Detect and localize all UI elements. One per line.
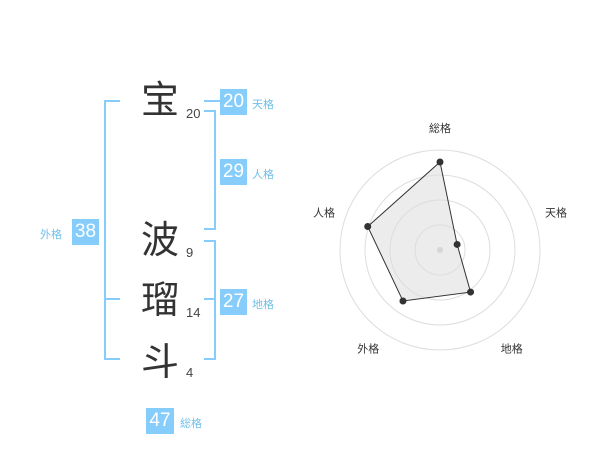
chikaku-bracket-top xyxy=(204,240,216,242)
chikaku-bracket-vertical xyxy=(214,240,216,360)
jinkaku-bracket-top xyxy=(204,110,216,112)
radar-point-4 xyxy=(399,297,407,305)
radar-point-5 xyxy=(364,223,372,231)
stroke-count-2: 9 xyxy=(186,245,194,260)
gaikaku-bracket-vertical xyxy=(104,100,106,360)
stroke-count-1: 20 xyxy=(186,106,201,121)
chikaku-bracket-bottom xyxy=(204,358,216,360)
stroke-count-3: 14 xyxy=(186,305,201,320)
radar-point-2 xyxy=(453,240,461,248)
gaikaku-bracket-top xyxy=(104,100,120,102)
name-char-1: 宝 xyxy=(140,78,179,122)
jinkaku-bracket-bottom xyxy=(204,228,216,230)
radar-point-1 xyxy=(436,158,444,166)
radar-ring-4 xyxy=(339,149,541,351)
radar-axis-label-3: 地格 xyxy=(501,342,523,356)
radar-axis-label-2: 天格 xyxy=(545,205,567,219)
name-char-3: 瑠 xyxy=(140,278,179,322)
gaikaku-label: 外格 xyxy=(40,228,62,241)
gaikaku-bracket-mid xyxy=(104,298,120,300)
jinkaku-label: 人格 xyxy=(252,168,274,181)
tenkaku-connector xyxy=(204,100,220,102)
radar-axis-label-1: 総格 xyxy=(429,121,451,135)
soukaku-label: 総格 xyxy=(180,417,202,430)
radar-axis-label-5: 人格 xyxy=(313,205,335,219)
stroke-count-4: 4 xyxy=(186,365,194,380)
tenkaku-badge: 20 xyxy=(220,89,247,115)
chikaku-label: 地格 xyxy=(252,298,274,311)
soukaku-badge: 47 xyxy=(146,408,174,434)
radar-polygon xyxy=(367,161,472,302)
tenkaku-label: 天格 xyxy=(252,98,274,111)
name-char-2: 波 xyxy=(140,218,179,262)
radar-point-3 xyxy=(467,288,475,296)
gaikaku-badge: 38 xyxy=(72,219,99,245)
jinkaku-bracket-vertical xyxy=(214,110,216,230)
name-char-4: 斗 xyxy=(140,340,179,384)
gaikaku-bracket-bottom xyxy=(104,358,120,360)
radar-axis-label-4: 外格 xyxy=(357,342,379,356)
chikaku-badge: 27 xyxy=(220,289,247,315)
chikaku-bracket-mid xyxy=(204,298,216,300)
jinkaku-badge: 29 xyxy=(220,159,247,185)
